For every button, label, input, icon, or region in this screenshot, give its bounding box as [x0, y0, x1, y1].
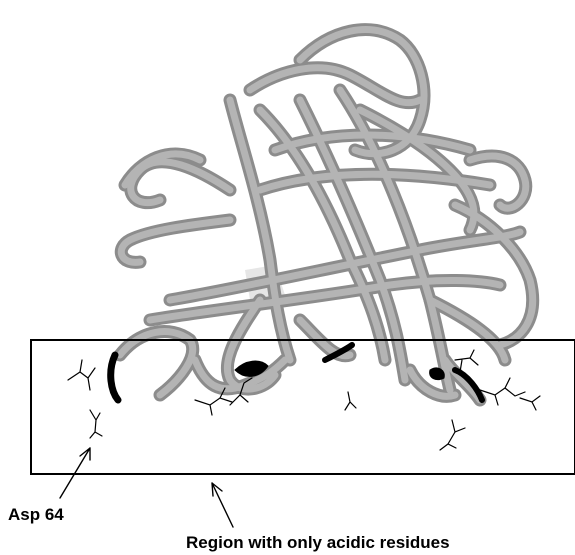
residue-sticks [480, 378, 525, 405]
residue-sticks [345, 392, 356, 410]
residue-sticks [440, 420, 465, 450]
acidic-segment [430, 368, 445, 380]
annotation-arrows [60, 448, 233, 527]
side-chain-residues [68, 350, 540, 450]
residue-sticks [520, 396, 540, 410]
residue-sticks [68, 360, 95, 390]
region-arrow [212, 483, 233, 527]
acidic-region-label: Region with only acidic residues [186, 533, 450, 553]
asp-64-label: Asp 64 [8, 505, 64, 525]
acidic-segment [111, 355, 118, 400]
residue-sticks [90, 410, 102, 438]
protein-ribbon [120, 30, 533, 400]
